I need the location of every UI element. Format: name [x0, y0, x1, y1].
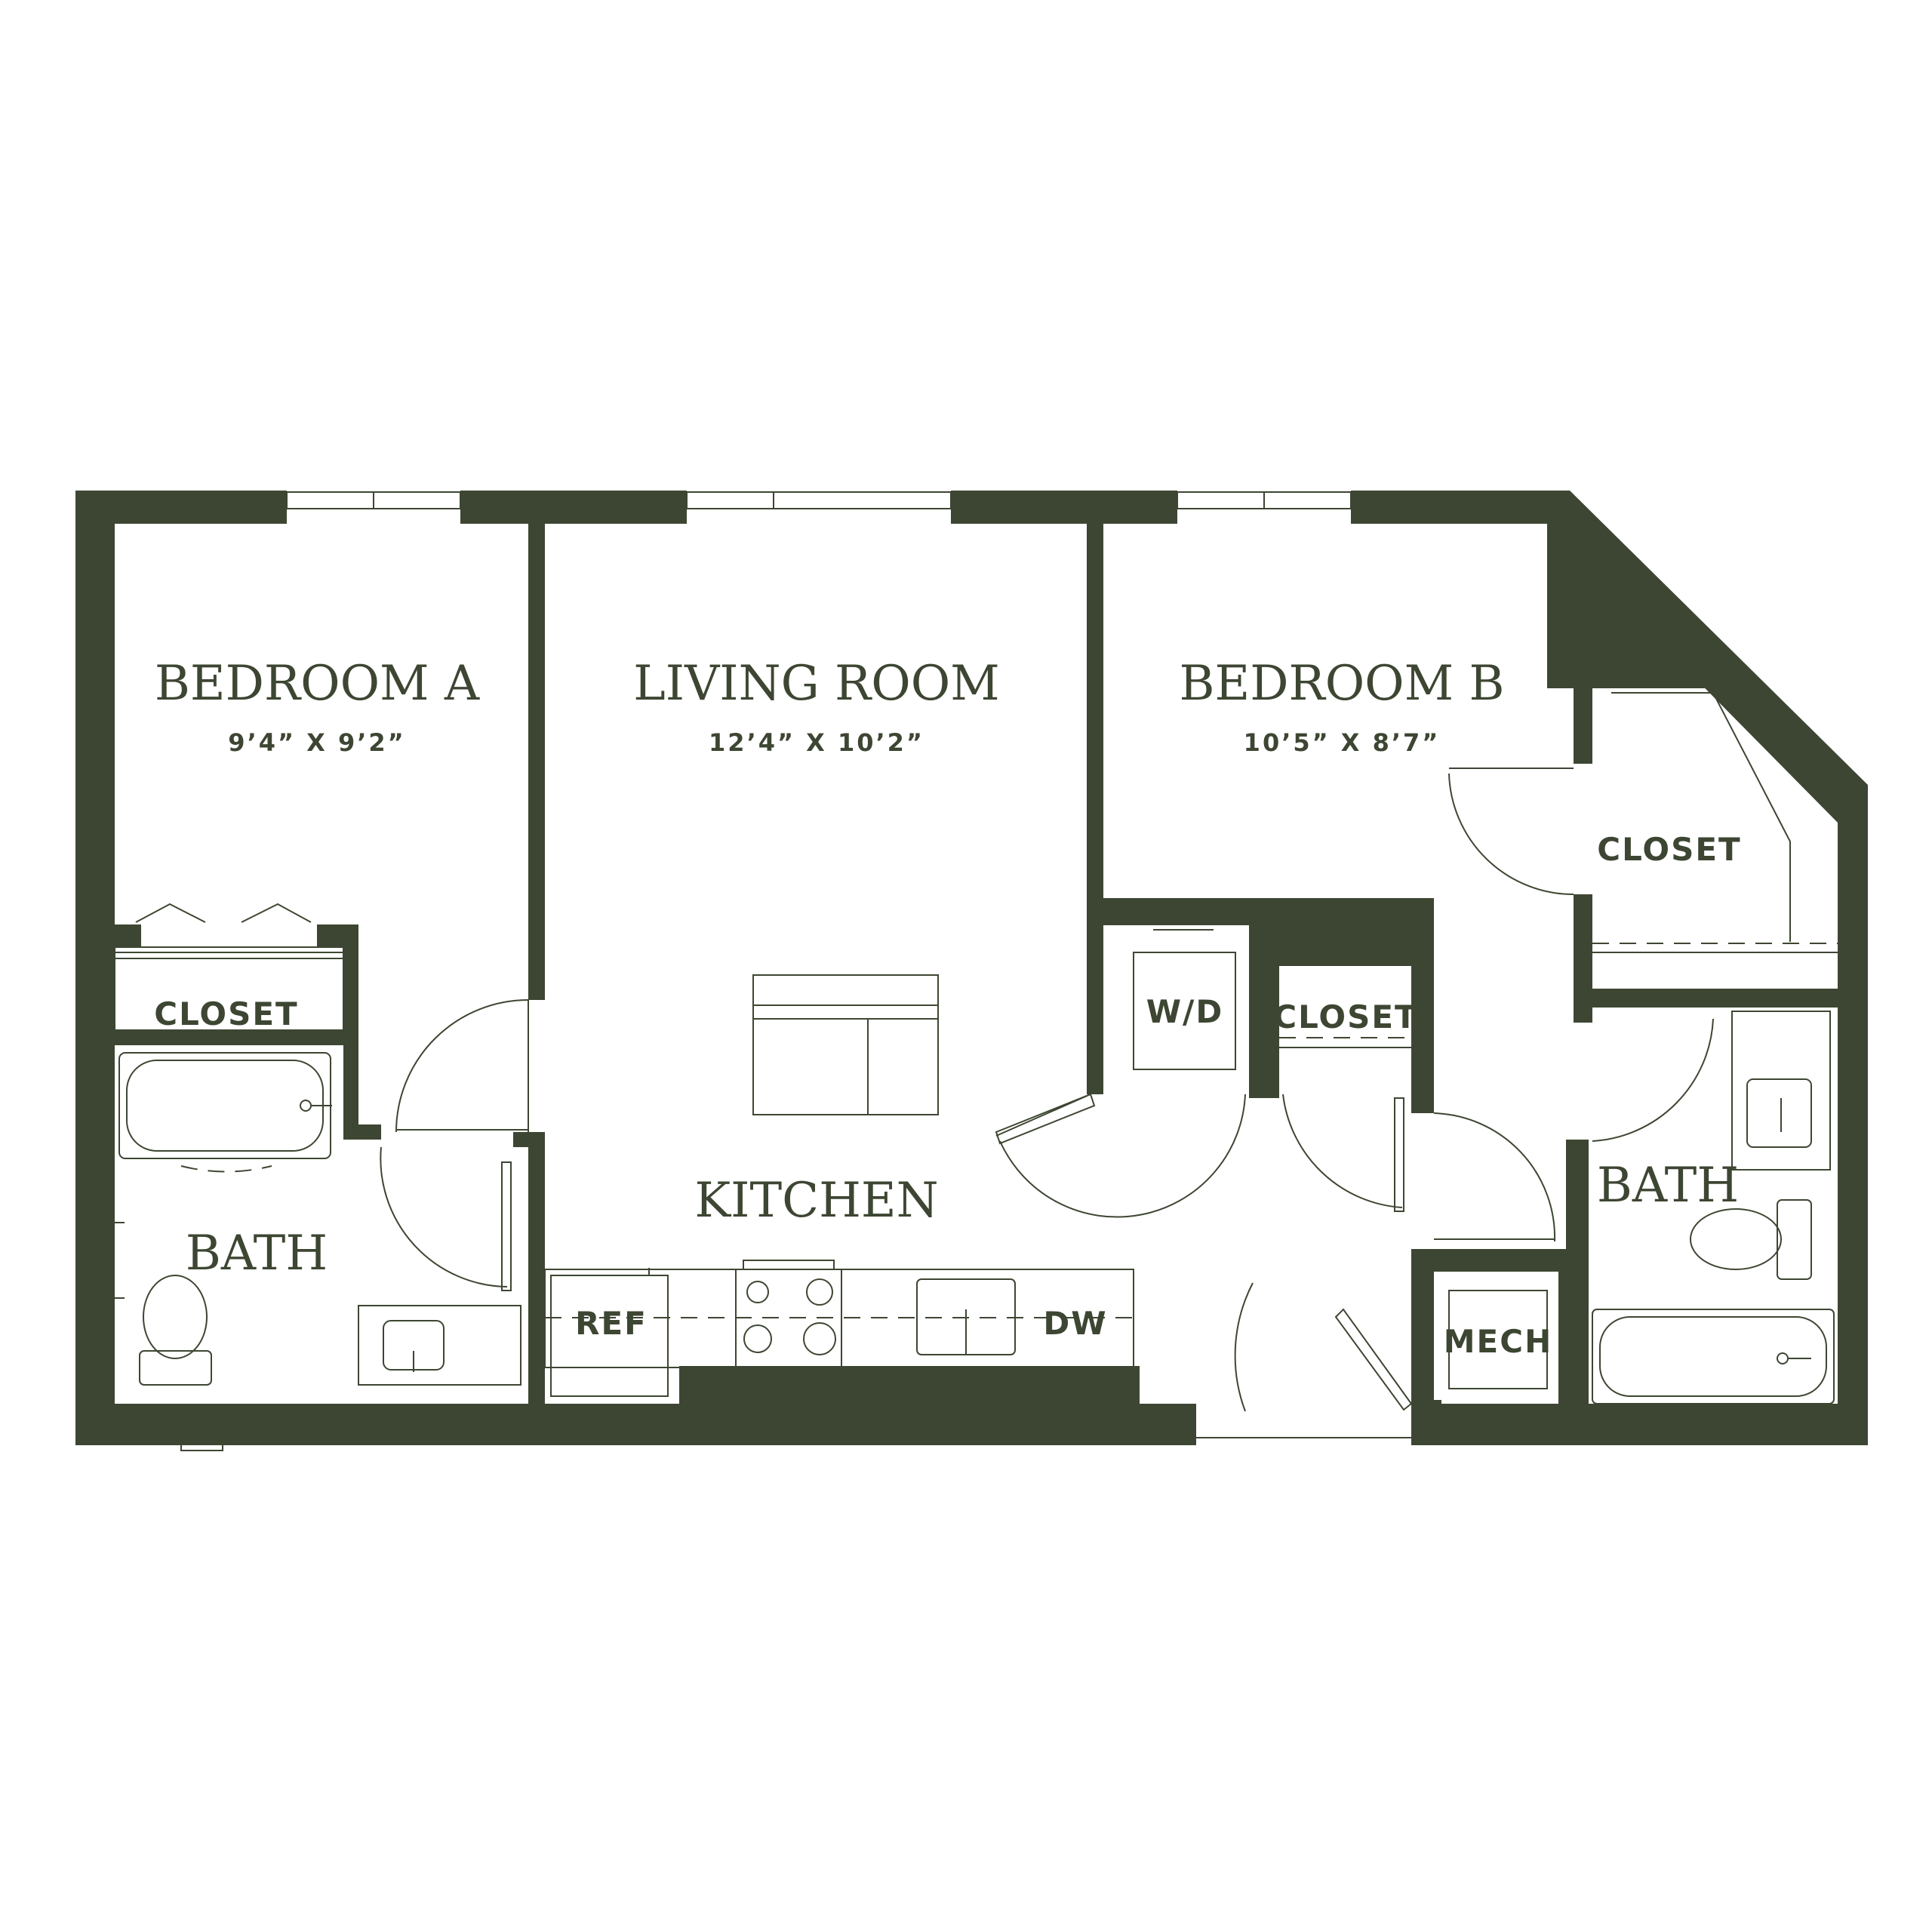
bedroom-b: BEDROOM B 10’5” X 8’7” [1179, 656, 1504, 757]
bedroom-a-dimensions: 9’4” X 9’2” [228, 728, 405, 757]
bedroom-b-label: BEDROOM B [1179, 656, 1504, 712]
dw-label: DW [1043, 1305, 1107, 1342]
living-room-dimensions: 12’4” X 10’2” [709, 728, 924, 757]
living-room: LIVING ROOM 12’4” X 10’2” [633, 656, 1000, 1115]
ref-label: REF [575, 1305, 648, 1342]
closet-b-label: CLOSET [1597, 831, 1741, 868]
mech-label: MECH [1444, 1323, 1552, 1360]
closet-hall-label: CLOSET [1273, 998, 1417, 1035]
doors [380, 768, 1714, 1438]
closet-hall: CLOSET [1273, 998, 1417, 1048]
kitchen-label: KITCHEN [694, 1173, 938, 1229]
closet-b: CLOSET [1592, 692, 1838, 953]
bedroom-a-label: BEDROOM A [155, 656, 480, 712]
laundry: W/D [1133, 929, 1236, 1070]
living-room-label: LIVING ROOM [633, 656, 999, 712]
wd-label: W/D [1146, 993, 1224, 1030]
exterior-vent [180, 1433, 223, 1451]
bath-b: BATH [1592, 1011, 1835, 1404]
closet-a-label: CLOSET [154, 995, 298, 1032]
closet-a: CLOSET [114, 903, 344, 1032]
bath-a-label: BATH [186, 1226, 328, 1281]
bedroom-a: BEDROOM A 9’4” X 9’2” [155, 656, 480, 757]
bath-b-label: BATH [1597, 1158, 1739, 1214]
mech-room: MECH [1444, 1290, 1552, 1389]
bedroom-b-dimensions: 10’5” X 8’7” [1244, 728, 1441, 757]
windows [286, 491, 1352, 509]
interior-walls [115, 521, 1841, 1445]
bath-a: BATH [115, 1052, 521, 1386]
exterior-walls [75, 491, 1868, 1445]
kitchen: KITCHEN REF DW [544, 1173, 1134, 1397]
